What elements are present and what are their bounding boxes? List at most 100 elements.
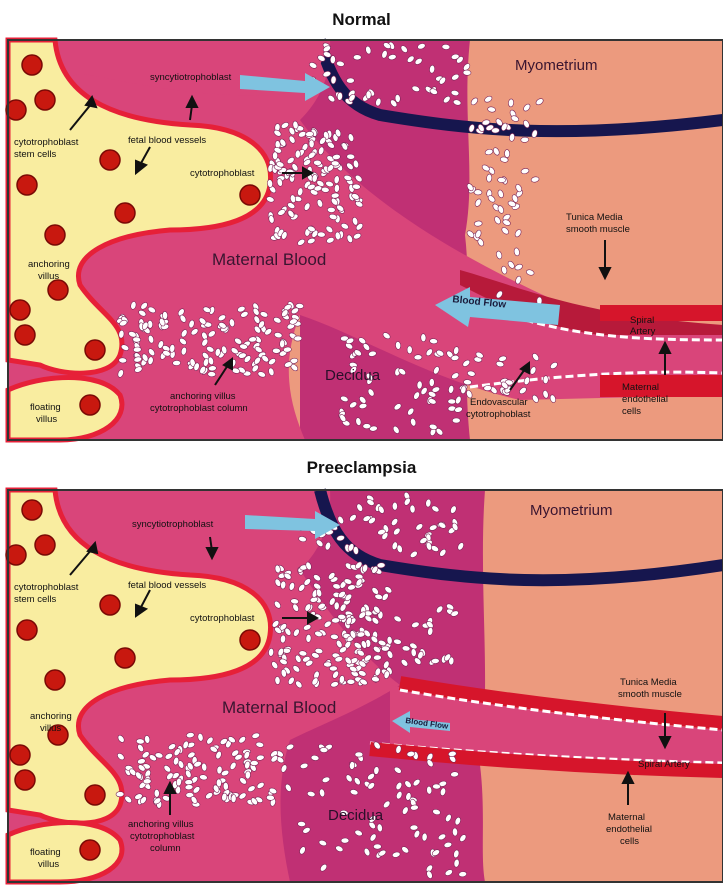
trophoblast-cell	[543, 376, 549, 384]
column-label-3: column	[150, 843, 181, 854]
trophoblast-cell	[429, 378, 434, 386]
trophoblast-cell	[306, 634, 312, 642]
trophoblast-cell	[320, 747, 328, 752]
maternal-endo-label-1: Maternal	[622, 382, 659, 393]
column-label-2: cytotrophoblast	[130, 831, 195, 842]
fetal-vessel	[45, 225, 65, 245]
trophoblast-cell	[508, 99, 514, 107]
trophoblast-cell	[431, 658, 439, 664]
trophoblast-cell	[366, 91, 371, 99]
trophoblast-cell	[497, 177, 505, 183]
floating-villus-label-1: floating	[30, 402, 61, 413]
trophoblast-cell	[346, 78, 354, 83]
maternal-blood-label: Maternal Blood	[222, 698, 336, 717]
normal-panel-title: Normal	[0, 10, 723, 30]
trophoblast-cell	[432, 784, 440, 789]
stem-cells-label-1: cytotrophoblast	[14, 582, 79, 593]
trophoblast-cell	[381, 646, 389, 652]
trophoblast-cell	[266, 795, 274, 801]
trophoblast-cell	[136, 738, 144, 744]
maternal-endo-label-2: endothelial	[606, 824, 652, 835]
fetal-vessel	[48, 280, 68, 300]
trophoblast-cell	[347, 154, 355, 160]
fetal-vessel	[15, 770, 35, 790]
trophoblast-cell	[337, 92, 343, 100]
cytotrophoblast-label: cytotrophoblast	[190, 613, 255, 624]
tunica-media-label-1: Tunica Media	[566, 212, 623, 223]
tunica-media-label-1: Tunica Media	[620, 677, 677, 688]
maternal-blood-label: Maternal Blood	[212, 250, 326, 269]
trophoblast-cell	[410, 825, 418, 831]
floating-villus-label-2: villus	[36, 414, 57, 425]
trophoblast-cell	[330, 634, 338, 640]
trophoblast-cell	[313, 160, 321, 166]
column-label-1: anchoring villus	[128, 819, 194, 830]
trophoblast-cell	[373, 655, 381, 661]
trophoblast-cell	[272, 152, 277, 160]
trophoblast-cell	[377, 562, 385, 568]
spiral-artery-label-2: Artery	[630, 326, 656, 337]
floating-villus	[8, 378, 122, 441]
fetal-vessels-label: fetal blood vessels	[128, 580, 206, 591]
maternal-endo-label-1: Maternal	[608, 812, 645, 823]
fetal-vessel	[17, 175, 37, 195]
fetal-vessels-label: fetal blood vessels	[128, 135, 206, 146]
trophoblast-cell	[283, 347, 291, 353]
trophoblast-cell	[279, 340, 285, 348]
cytotrophoblast-label: cytotrophoblast	[190, 168, 255, 179]
stem-cells-label-2: stem cells	[14, 149, 56, 160]
trophoblast-cell	[297, 821, 305, 827]
trophoblast-cell	[429, 338, 437, 344]
trophoblast-cell	[483, 385, 491, 391]
maternal-endo-label-3: cells	[622, 406, 641, 417]
trophoblast-cell	[486, 174, 492, 182]
tunica-media-label-2: smooth muscle	[618, 689, 682, 700]
decidua-label: Decidua	[325, 367, 381, 384]
fetal-vessel	[115, 648, 135, 668]
trophoblast-cell	[331, 160, 339, 166]
trophoblast-cell	[162, 311, 168, 319]
fetal-vessel	[10, 300, 30, 320]
trophoblast-cell	[352, 184, 360, 190]
trophoblast-cell	[414, 354, 422, 360]
myometrium-label: Myometrium	[515, 57, 598, 74]
decidua-label: Decidua	[328, 807, 384, 824]
fetal-vessel	[45, 670, 65, 690]
trophoblast-cell	[305, 131, 313, 137]
anchoring-villus-label-2: villus	[40, 723, 61, 734]
syncytiotrophoblast-label: syncytiotrophoblast	[150, 72, 232, 83]
floating-villus-label-1: floating	[30, 847, 61, 858]
fetal-vessel	[22, 500, 42, 520]
fetal-vessel	[17, 620, 37, 640]
endovascular-label-2: cytotrophoblast	[466, 409, 531, 420]
trophoblast-cell	[154, 789, 159, 797]
trophoblast-cell	[355, 752, 363, 757]
spiral-artery-label: Spiral Artery	[638, 759, 690, 770]
column-label-2: cytotrophoblast column	[150, 403, 248, 414]
trophoblast-cell	[521, 137, 529, 143]
preeclampsia-diagram: Myometrium syncytiotrophoblast cytotroph…	[0, 485, 723, 885]
trophoblast-cell	[268, 648, 274, 656]
trophoblast-cell	[329, 666, 337, 671]
trophoblast-cell	[463, 379, 471, 385]
fetal-vessel	[85, 340, 105, 360]
fetal-vessel	[240, 185, 260, 205]
fetal-vessel	[240, 630, 260, 650]
anchoring-villus-label-1: anchoring	[30, 711, 72, 722]
anchoring-villus-label-2: villus	[38, 271, 59, 282]
trophoblast-cell	[133, 347, 141, 353]
stem-cells-label-1: cytotrophoblast	[14, 137, 79, 148]
trophoblast-cell	[331, 193, 339, 199]
fetal-vessel	[100, 150, 120, 170]
trophoblast-cell	[185, 784, 193, 790]
fetal-vessel	[85, 785, 105, 805]
trophoblast-cell	[373, 844, 381, 849]
trophoblast-cell	[363, 424, 371, 429]
maternal-endo-label-2: endothelial	[622, 394, 668, 405]
anchoring-villus-label-1: anchoring	[28, 259, 70, 270]
fetal-vessel	[15, 325, 35, 345]
trophoblast-cell	[172, 360, 180, 366]
trophoblast-cell	[422, 833, 428, 841]
syncytiotrophoblast-label: syncytiotrophoblast	[132, 519, 214, 530]
trophoblast-cell	[272, 348, 280, 353]
